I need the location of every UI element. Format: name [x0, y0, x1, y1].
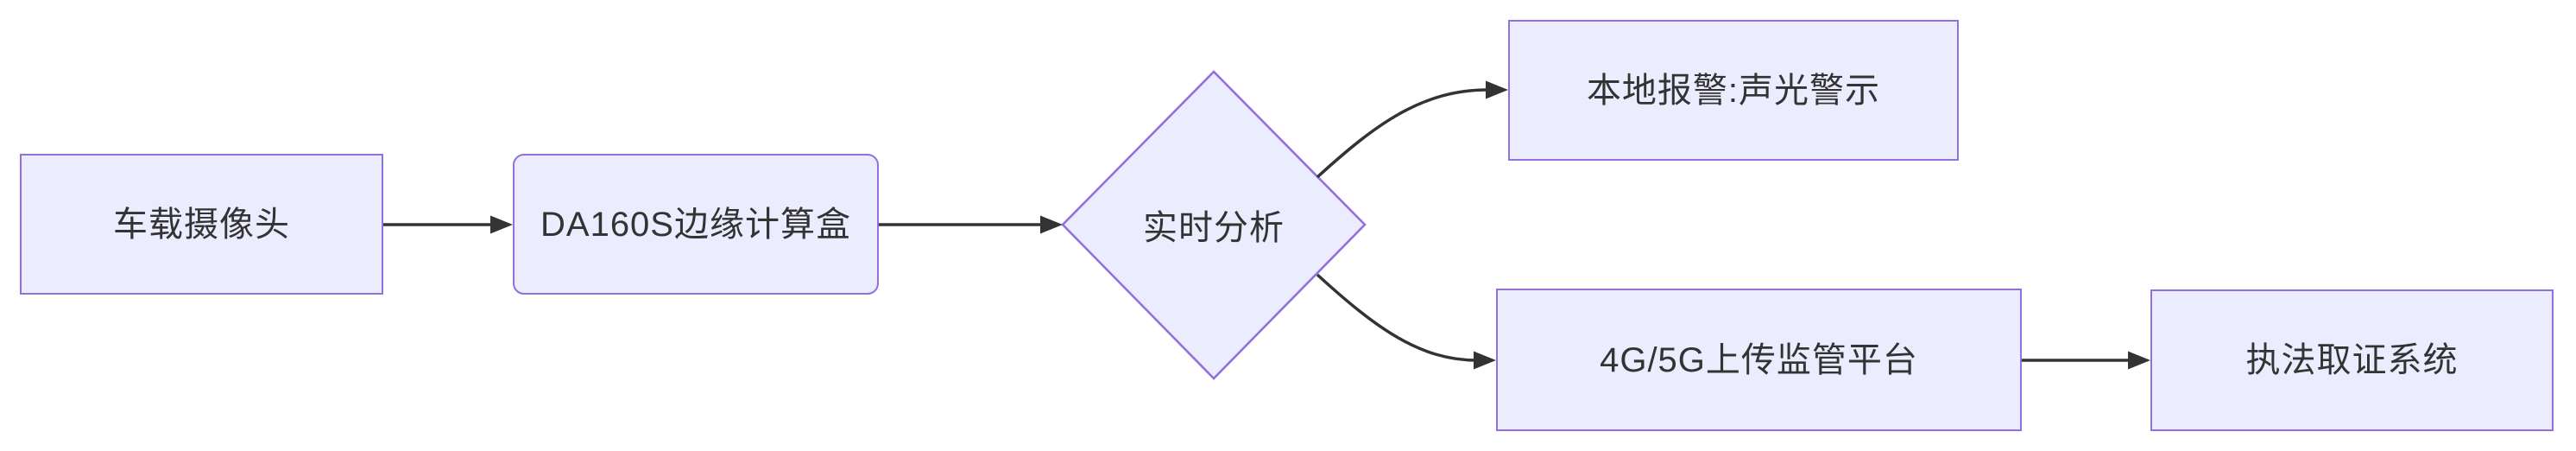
node-vehicle-camera-label: 车载摄像头	[113, 205, 290, 244]
decision-diamond-shape	[1061, 70, 1367, 380]
edge-analysis-to-alarm	[1316, 88, 1488, 179]
arrowhead-camera-to-edgebox	[490, 215, 513, 234]
node-local-alarm-label: 本地报警:声光警示	[1586, 71, 1881, 110]
node-law-enforcement-evidence: 执法取证系统	[2150, 289, 2554, 431]
node-vehicle-camera: 车载摄像头	[20, 154, 383, 295]
arrowhead-upload-to-evidence	[2128, 351, 2150, 370]
node-realtime-analysis: 实时分析	[1084, 199, 1343, 251]
node-realtime-analysis-label: 实时分析	[1143, 209, 1285, 247]
node-edge-computing-box-label: DA160S边缘计算盒	[540, 205, 851, 244]
node-4g5g-upload-platform-label: 4G/5G上传监管平台	[1600, 340, 1918, 379]
arrowhead-edgebox-to-analysis	[1040, 215, 1063, 234]
edge-analysis-to-upload	[1316, 273, 1478, 362]
arrowhead-analysis-to-upload	[1474, 351, 1496, 370]
arrowhead-analysis-to-alarm	[1486, 80, 1508, 99]
node-edge-computing-box: DA160S边缘计算盒	[513, 154, 879, 295]
node-4g5g-upload-platform: 4G/5G上传监管平台	[1496, 289, 2022, 431]
node-local-alarm: 本地报警:声光警示	[1508, 20, 1959, 161]
node-law-enforcement-evidence-label: 执法取证系统	[2245, 341, 2459, 379]
